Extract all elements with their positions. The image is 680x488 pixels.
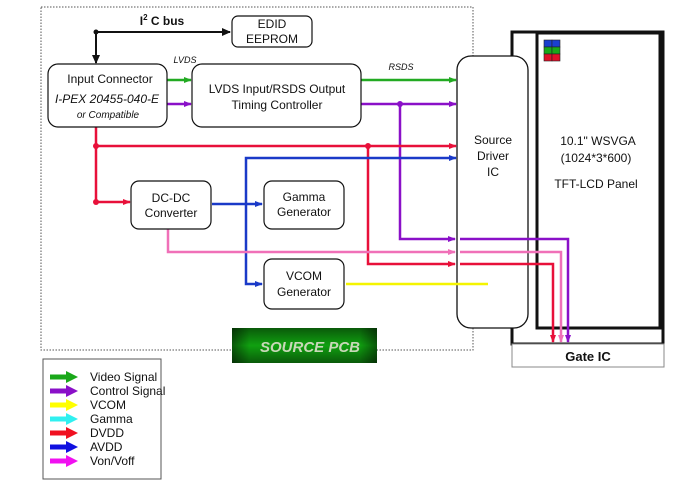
legend-arrow-icon: [50, 413, 78, 425]
legend-label: Control Signal: [90, 384, 165, 398]
gate-ic-label: Gate IC: [565, 349, 611, 364]
legend-item: Control Signal: [50, 384, 165, 398]
input-connector-block: [47, 63, 168, 128]
source-driver-ic-block: [456, 55, 529, 329]
legend-label: DVDD: [90, 426, 124, 440]
rsds-label: RSDS: [388, 62, 413, 72]
rgb-pixel-icon: [543, 39, 561, 62]
legend-arrow-icon: [50, 441, 78, 453]
gate-ic-block: [511, 343, 665, 368]
tcon-label-1: LVDS Input/RSDS Output: [209, 82, 346, 96]
timing-controller-block: [191, 63, 362, 128]
gamma-generator-block: [263, 180, 345, 230]
source-driver-label-2: Driver: [477, 149, 509, 163]
legend-arrow-icon: [50, 399, 78, 411]
legend-label: Von/Voff: [90, 454, 135, 468]
avdd-wire: [212, 155, 457, 287]
vcom-label-1: VCOM: [286, 269, 322, 283]
source-pcb-boundary: [40, 6, 474, 351]
lvds-label: LVDS: [173, 55, 196, 65]
dc-dc-converter-block: [130, 180, 212, 230]
panel-size-label: 10.1" WSVGA: [560, 134, 636, 148]
legend-item: VCOM: [50, 398, 126, 412]
legend-arrow-icon: [50, 455, 78, 467]
legend-item: Gamma: [50, 412, 133, 426]
panel-type-label: TFT-LCD Panel: [554, 177, 637, 191]
legend-label: AVDD: [90, 440, 123, 454]
edid-eeprom-block: [231, 15, 313, 48]
i2c-bus-wire: [92, 28, 231, 64]
vcom-label-2: Generator: [277, 285, 331, 299]
source-pcb-badge: SOURCE PCB: [232, 328, 377, 363]
tft-lcd-panel: [535, 31, 662, 330]
legend-item: AVDD: [50, 440, 123, 454]
legend-item: DVDD: [50, 426, 124, 440]
dcdc-label-1: DC-DC: [152, 191, 191, 205]
legend-arrow-icon: [50, 385, 78, 397]
legend-item: Video Signal: [50, 370, 157, 384]
gamma-label-1: Gamma: [283, 190, 326, 204]
source-driver-label-3: IC: [487, 165, 499, 179]
legend-label: Gamma: [90, 412, 133, 426]
vcom-generator-block: [263, 258, 345, 310]
source-driver-label-1: Source: [474, 133, 512, 147]
tcon-label-2: Timing Controller: [232, 98, 323, 112]
connector-part-number: I-PEX 20455-040-E: [55, 92, 160, 106]
legend-label: Video Signal: [90, 370, 157, 384]
input-connector-label: Input Connector: [67, 72, 152, 86]
legend-label: VCOM: [90, 398, 126, 412]
source-pcb-label: SOURCE PCB: [260, 339, 360, 356]
legend-arrow-icon: [50, 371, 78, 383]
edid-label-2: EEPROM: [246, 32, 298, 46]
control-signal-wire: [361, 101, 571, 343]
dvdd-wire: [93, 127, 556, 343]
edid-label-1: EDID: [258, 17, 287, 31]
i2c-bus-label: I2 C bus: [140, 13, 185, 28]
dcdc-label-2: Converter: [145, 206, 198, 220]
legend-arrow-icon: [50, 427, 78, 439]
gamma-label-2: Generator: [277, 205, 331, 219]
panel-resolution-label: (1024*3*600): [561, 151, 632, 165]
connector-compatible-note: or Compatible: [77, 110, 140, 121]
von-voff-wire: [166, 229, 564, 343]
legend-item: Von/Voff: [50, 454, 135, 468]
